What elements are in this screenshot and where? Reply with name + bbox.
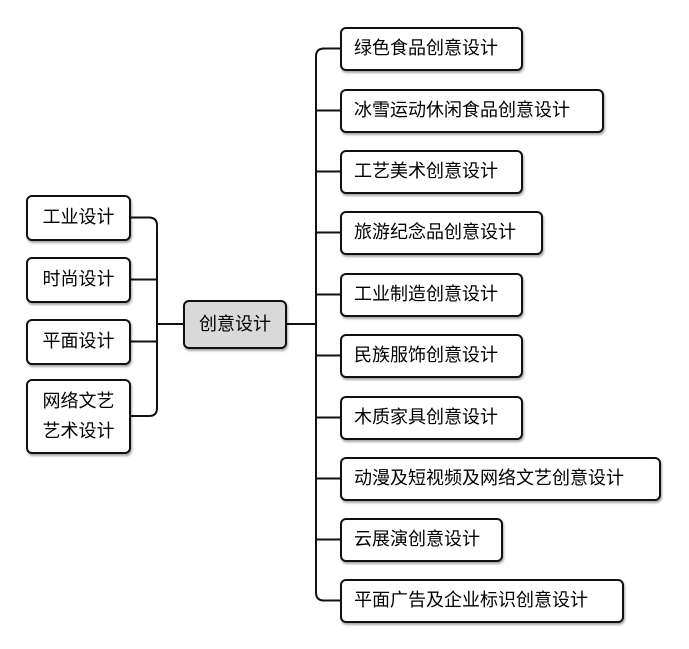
right-node-label: 云展演创意设计 bbox=[354, 529, 480, 550]
left-node-label-line-2: 艺术设计 bbox=[42, 420, 115, 442]
right-node-7: 木质家具创意设计 bbox=[340, 396, 523, 440]
left-node-label: 工业设计 bbox=[42, 207, 115, 228]
right-node-label: 动漫及短视频及网络文艺创意设计 bbox=[354, 468, 624, 489]
right-node-label: 工业制造创意设计 bbox=[354, 284, 498, 305]
left-node-label: 平面设计 bbox=[42, 331, 115, 352]
right-node-3: 工艺美术创意设计 bbox=[340, 150, 523, 194]
left-node-label: 时尚设计 bbox=[42, 269, 115, 290]
center-node-label: 创意设计 bbox=[199, 313, 271, 335]
right-node-9: 云展演创意设计 bbox=[340, 518, 503, 562]
right-connector-trunk bbox=[315, 47, 340, 602]
right-node-8: 动漫及短视频及网络文艺创意设计 bbox=[340, 457, 661, 501]
left-node-industrial-design: 工业设计 bbox=[26, 195, 131, 241]
center-node: 创意设计 bbox=[183, 300, 287, 349]
right-node-label: 木质家具创意设计 bbox=[354, 407, 498, 428]
left-node-graphic-design: 平面设计 bbox=[26, 319, 131, 365]
right-node-label: 平面广告及企业标识创意设计 bbox=[354, 590, 588, 611]
left-node-fashion-design: 时尚设计 bbox=[26, 257, 131, 303]
right-node-2: 冰雪运动休闲食品创意设计 bbox=[340, 89, 604, 133]
right-node-6: 民族服饰创意设计 bbox=[340, 334, 523, 378]
right-node-label: 绿色食品创意设计 bbox=[354, 38, 498, 59]
right-node-label: 旅游纪念品创意设计 bbox=[354, 222, 516, 243]
right-node-5: 工业制造创意设计 bbox=[340, 273, 523, 317]
right-node-4: 旅游纪念品创意设计 bbox=[340, 211, 543, 255]
right-node-label: 民族服饰创意设计 bbox=[354, 345, 498, 366]
left-node-network-art-design: 网络文艺 艺术设计 bbox=[26, 379, 131, 454]
right-node-label: 冰雪运动休闲食品创意设计 bbox=[354, 100, 570, 121]
right-node-label: 工艺美术创意设计 bbox=[354, 161, 498, 182]
left-connector-trunk bbox=[130, 216, 158, 417]
right-node-1: 绿色食品创意设计 bbox=[340, 27, 523, 71]
right-node-10: 平面广告及企业标识创意设计 bbox=[340, 579, 624, 623]
left-node-label-line-1: 网络文艺 bbox=[42, 390, 115, 412]
